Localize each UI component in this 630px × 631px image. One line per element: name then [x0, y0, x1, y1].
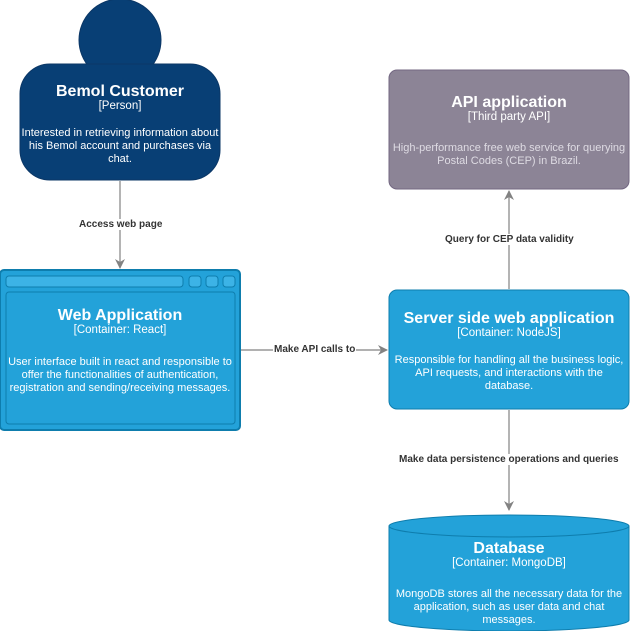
edge-label-access: Access web page	[78, 219, 164, 230]
window-button	[188, 275, 202, 288]
edge-label-cep: Query for CEP data validity	[444, 234, 575, 245]
database-cylinder-shape[interactable]	[388, 514, 630, 631]
customer-description: Interested in retrieving information abo…	[21, 127, 219, 165]
address-bar	[5, 275, 184, 288]
browser-viewport	[5, 291, 236, 425]
customer-title: Bemol Customer	[55, 83, 185, 100]
edge-label-api-calls: Make API calls to	[273, 344, 357, 355]
web-application-browser-shape[interactable]	[0, 269, 241, 431]
api-application-box[interactable]	[388, 69, 630, 190]
web-application-title: Web Application	[57, 307, 183, 324]
api-application-type: [Third party API]	[467, 111, 551, 123]
customer-person-shape[interactable]	[19, 0, 221, 181]
window-button	[222, 275, 236, 288]
database-description: MongoDB stores all the necessary data fo…	[395, 588, 623, 626]
web-application-description: User interface built in react and respon…	[8, 356, 232, 394]
server-title: Server side web application	[403, 310, 615, 327]
server-application-box[interactable]	[388, 289, 630, 410]
customer-type: [Person]	[98, 100, 142, 112]
web-application-type: [Container: React]	[73, 324, 167, 336]
database-type: [Container: MongoDB]	[452, 557, 566, 569]
window-button	[205, 275, 219, 288]
edge-label-persistence: Make data persistence operations and que…	[398, 454, 620, 465]
api-application-description: High-performance free web service for qu…	[392, 142, 626, 167]
api-application-title: API application	[451, 94, 567, 111]
server-description: Responsible for handling all the busines…	[394, 354, 624, 392]
database-title: Database	[473, 540, 545, 557]
server-type: [Container: NodeJS]	[457, 327, 561, 339]
